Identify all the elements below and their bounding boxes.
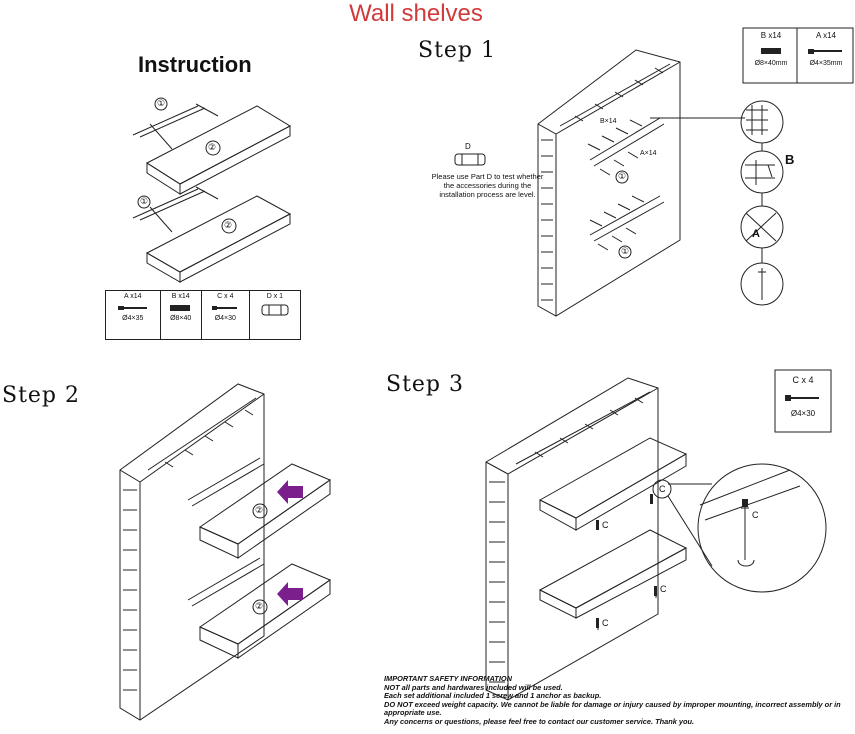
level-icon bbox=[261, 304, 289, 316]
part-c-cell: C x 4 Ø4×30 bbox=[200, 290, 250, 340]
step1-wall bbox=[537, 49, 745, 317]
label-c: C bbox=[659, 484, 666, 494]
anchor-icon bbox=[761, 48, 781, 54]
step3-part-c: C x 4 Ø4×30 bbox=[777, 375, 829, 418]
part-d-note: Please use Part D to test whether the ac… bbox=[431, 172, 544, 199]
part-d-level bbox=[454, 153, 486, 166]
step3-wall bbox=[485, 377, 827, 701]
callout-shelf: ② bbox=[255, 505, 264, 515]
step-3-heading: Step 3 bbox=[386, 372, 465, 397]
step-1-heading: Step 1 bbox=[418, 38, 497, 63]
step2-shelf-lower bbox=[198, 563, 332, 645]
label-c: C bbox=[660, 584, 667, 594]
callout-bracket: ① bbox=[157, 98, 166, 108]
label-a: A bbox=[752, 228, 760, 240]
step2-shelf-upper bbox=[198, 463, 332, 545]
part-d-label: D bbox=[465, 142, 471, 151]
label-b-x14: B×14 bbox=[600, 118, 617, 125]
instruction-heading: Instruction bbox=[138, 52, 252, 77]
label-c: C bbox=[602, 520, 609, 530]
step3-shelf-upper bbox=[538, 437, 688, 519]
step1-parts-box bbox=[742, 27, 854, 84]
label-c: C bbox=[602, 618, 609, 628]
part-b-cell: B x14 Ø8×40 bbox=[159, 290, 202, 340]
callout-shelf: ② bbox=[208, 142, 217, 152]
anchor-icon bbox=[169, 305, 190, 311]
step1-part-a: A x14 Ø4×35mm bbox=[808, 31, 843, 67]
safety-heading: IMPORTANT SAFETY INFORMATION bbox=[384, 674, 512, 683]
safety-line: NOT all parts and hardwares included wil… bbox=[384, 682, 563, 692]
step-2-heading: Step 2 bbox=[2, 383, 81, 408]
callout-bracket: ① bbox=[621, 246, 630, 256]
exploded-view-upper bbox=[132, 97, 292, 195]
step3-parts-box bbox=[774, 369, 832, 433]
label-c: C bbox=[752, 510, 759, 520]
screw-icons bbox=[596, 494, 748, 628]
part-d-cell: D x 1 bbox=[248, 290, 302, 340]
screw-icon bbox=[808, 49, 842, 54]
screw-icon bbox=[785, 395, 819, 401]
part-a-cell: A x14 Ø4×35 bbox=[105, 290, 161, 340]
label-a-x14: A×14 bbox=[640, 150, 657, 157]
safety-line: DO NOT exceed weight capacity. We cannot… bbox=[384, 699, 841, 718]
page-title: Wall shelves bbox=[349, 0, 483, 27]
callout-shelf: ② bbox=[224, 220, 233, 230]
safety-line: Each set additional included 1 screw and… bbox=[384, 691, 602, 701]
screw-icon bbox=[117, 306, 147, 310]
callout-bracket: ① bbox=[140, 196, 149, 206]
step1-detail-sequence bbox=[740, 100, 784, 306]
step1-part-b: B x14 Ø8×40mm bbox=[754, 31, 788, 67]
safety-information: IMPORTANT SAFETY INFORMATION NOT all par… bbox=[384, 674, 854, 727]
exploded-view-lower bbox=[132, 186, 292, 283]
step2-wall bbox=[119, 383, 332, 721]
callout-bracket: ① bbox=[618, 171, 627, 181]
label-b: B bbox=[785, 152, 795, 167]
parts-list-table: A x14 Ø4×35 B x14 Ø8×40 C x 4 Ø4×30 D x … bbox=[105, 290, 302, 340]
screw-icon bbox=[212, 306, 238, 310]
callout-shelf: ② bbox=[255, 601, 264, 611]
step3-shelf-lower bbox=[538, 529, 688, 609]
push-arrow-icon bbox=[277, 480, 303, 606]
step3-detail-circle bbox=[697, 463, 827, 593]
safety-line: Any concerns or questions, please feel f… bbox=[384, 716, 695, 726]
